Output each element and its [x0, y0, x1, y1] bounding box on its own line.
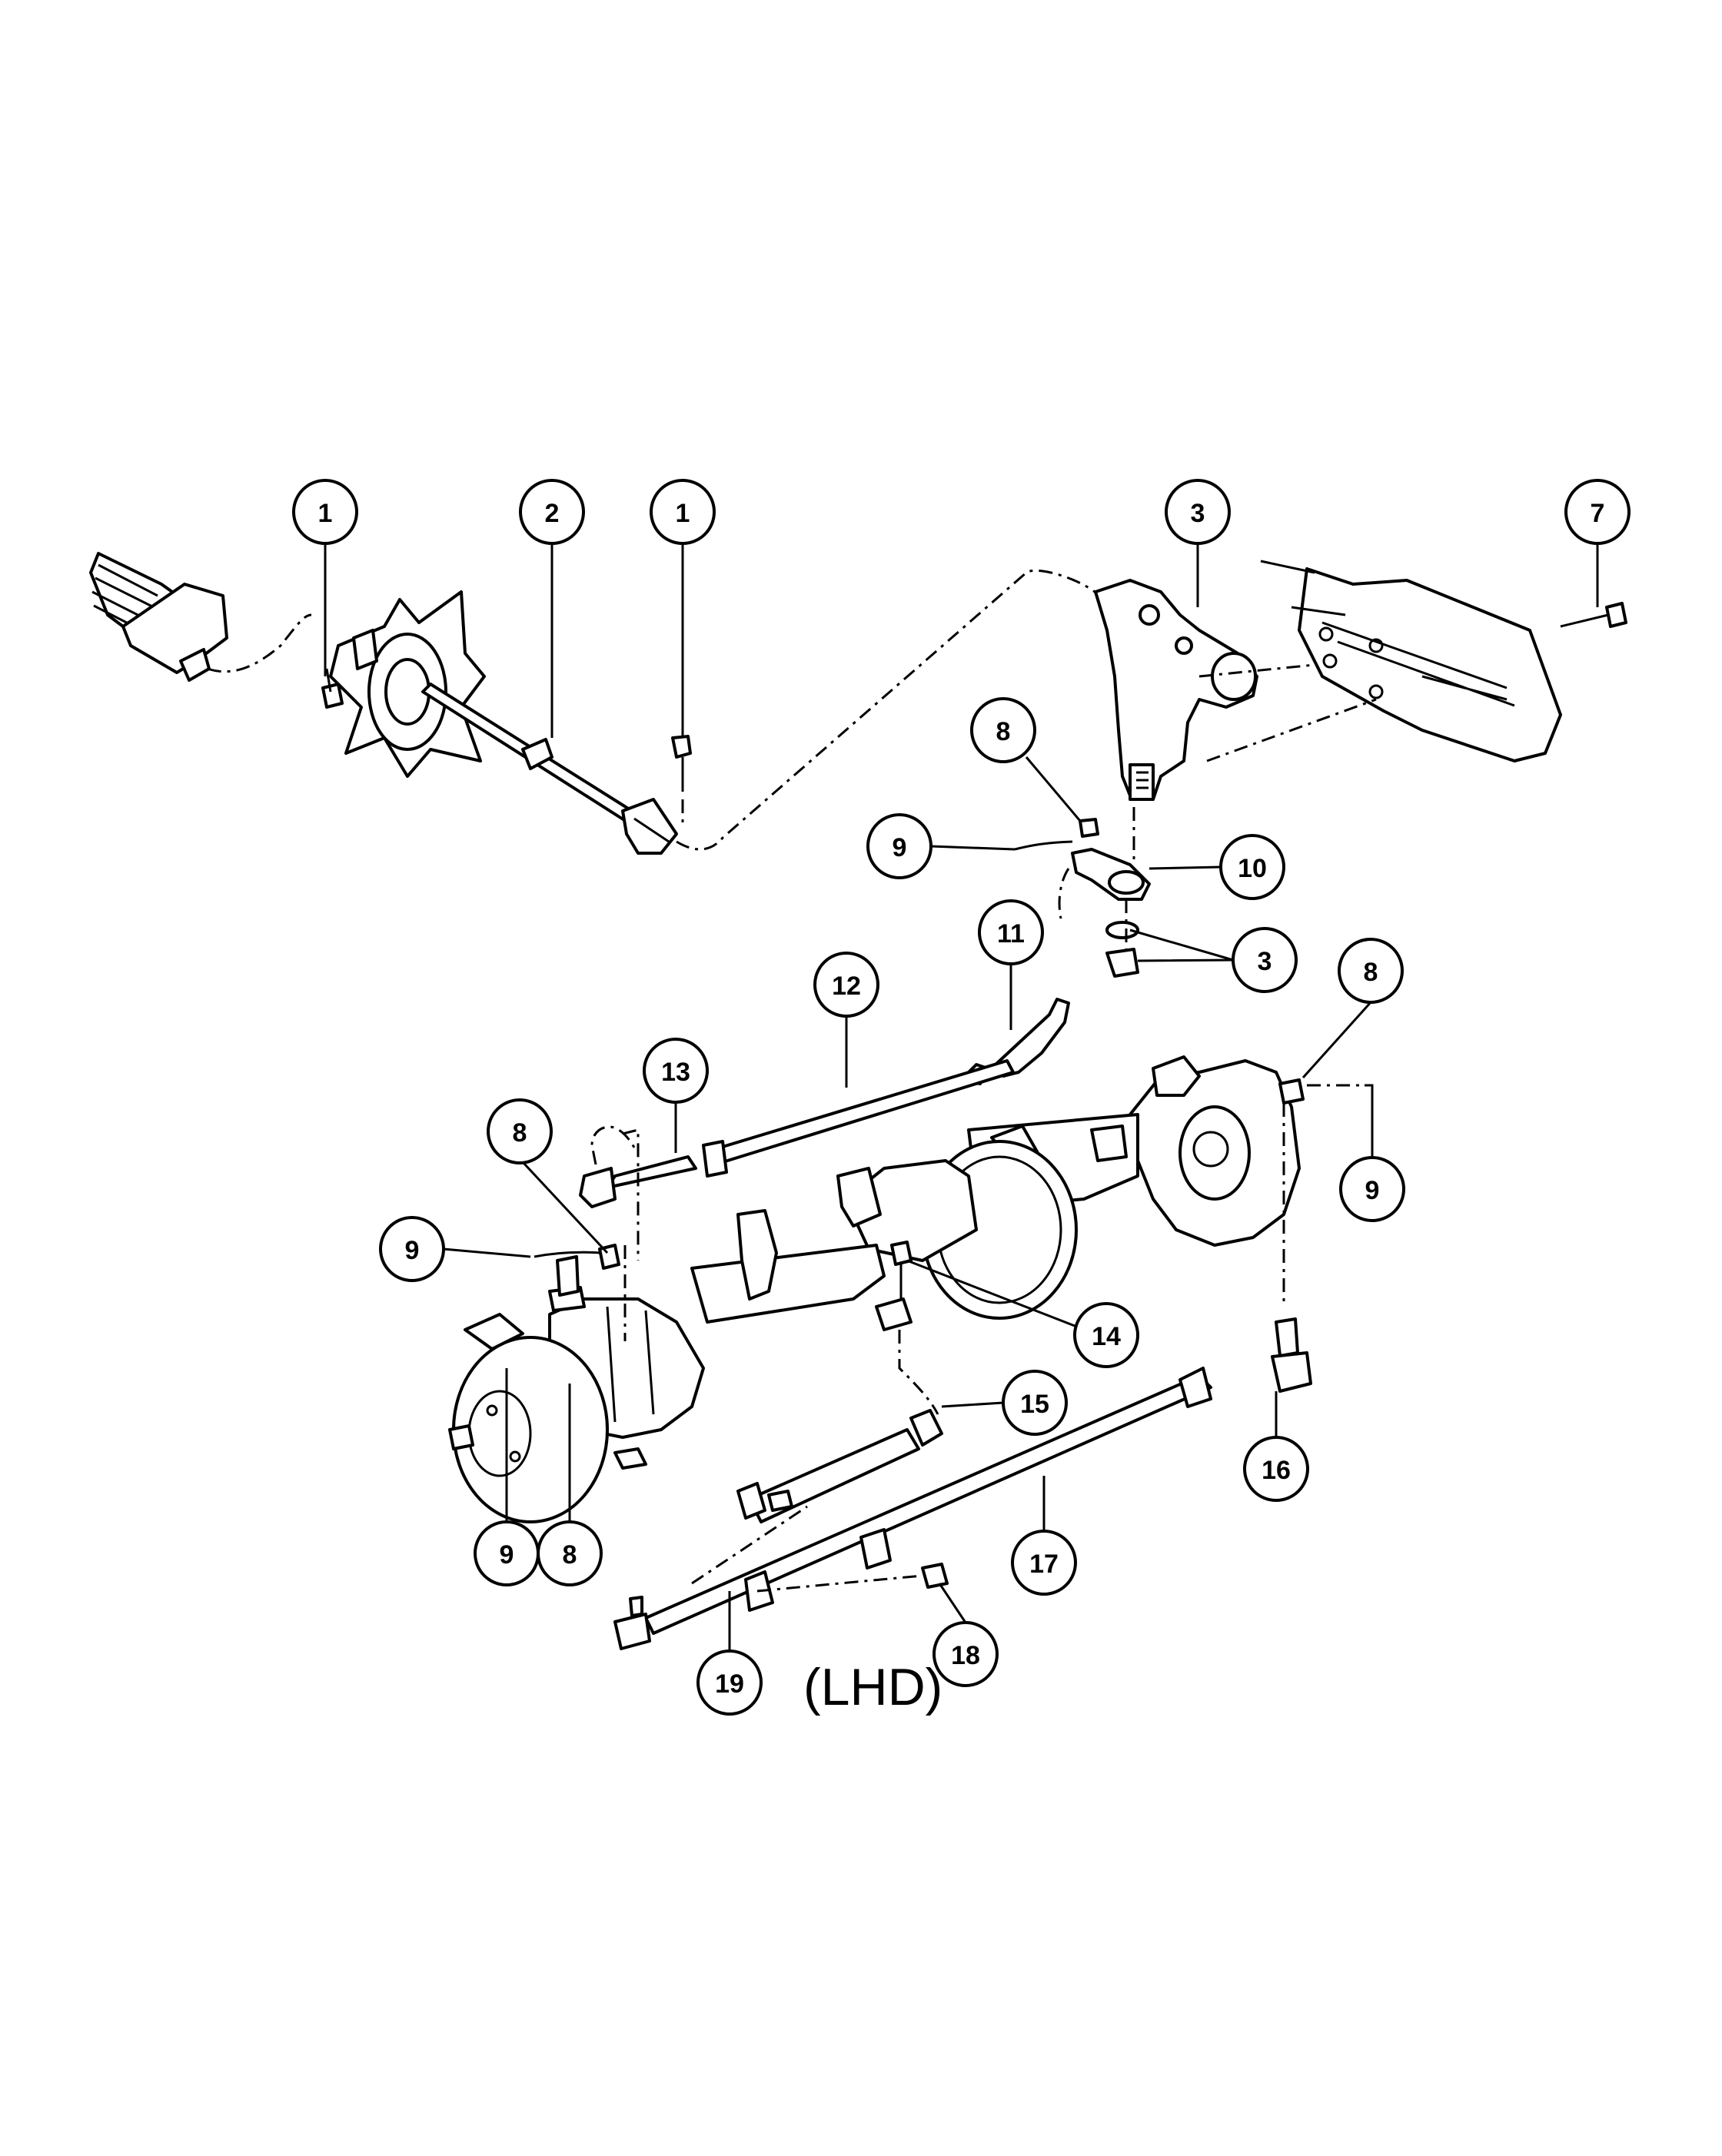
callout-c8b: 8 — [1338, 938, 1404, 1004]
callout-c8a: 8 — [970, 697, 1036, 763]
leader-c8c — [522, 1161, 609, 1254]
steering-shaft — [421, 683, 678, 855]
callout-c8d: 8 — [537, 1520, 603, 1586]
drag-link — [579, 998, 1070, 1261]
callout-c8c-label: 8 — [513, 1118, 527, 1148]
dash-panel — [321, 590, 486, 778]
callout-c12-label: 12 — [832, 972, 861, 1001]
steering-gear — [1094, 579, 1258, 801]
leader-c10 — [1149, 865, 1222, 870]
leader-c18 — [938, 1583, 967, 1623]
front-axle-housing — [448, 1055, 1301, 1523]
assembly-line-shaft-to-gear — [676, 569, 1101, 851]
callout-c19-label: 19 — [715, 1669, 744, 1699]
steering-damper — [736, 1241, 943, 1523]
pitman-arm — [1014, 807, 1151, 978]
callout-c16-label: 16 — [1262, 1456, 1291, 1485]
callout-c18: 18 — [932, 1621, 999, 1687]
callout-c16: 16 — [1243, 1436, 1309, 1502]
leader-c9a — [930, 845, 1016, 851]
callout-c10-label: 10 — [1238, 854, 1267, 883]
callout-c15-label: 15 — [1020, 1390, 1049, 1419]
callout-c18-label: 18 — [951, 1641, 980, 1670]
callout-c11: 11 — [978, 899, 1044, 965]
callout-c9d-label: 9 — [500, 1540, 514, 1570]
callout-c7-label: 7 — [1591, 499, 1605, 528]
callout-c17-label: 17 — [1029, 1550, 1059, 1579]
callout-c9a-label: 9 — [893, 833, 907, 862]
callout-c2: 2 — [519, 479, 585, 545]
callout-c1b-label: 1 — [676, 499, 690, 528]
leader-c14 — [906, 1259, 1075, 1327]
frame-bolt — [1560, 602, 1627, 628]
callout-c9c-label: 9 — [1365, 1176, 1380, 1205]
callout-c1a: 1 — [292, 479, 358, 545]
callout-c14-label: 14 — [1092, 1322, 1121, 1351]
callout-c17: 17 — [1011, 1530, 1077, 1596]
callout-c8c: 8 — [487, 1098, 553, 1164]
callout-c3b: 3 — [1232, 927, 1298, 993]
callout-c9a: 9 — [866, 813, 932, 879]
callout-c12: 12 — [813, 952, 879, 1018]
callout-c9b: 9 — [379, 1216, 445, 1282]
tie-rod — [613, 1367, 1212, 1650]
callout-c8a-label: 8 — [996, 717, 1011, 746]
callout-c3b-label: 3 — [1258, 947, 1272, 976]
leader-c8a — [1025, 756, 1082, 822]
callout-c19: 19 — [696, 1649, 763, 1716]
lhd-caption: (LHD) — [803, 1658, 942, 1716]
callout-c9d: 9 — [474, 1520, 540, 1586]
callout-c9c: 9 — [1339, 1156, 1405, 1222]
callout-c9b-label: 9 — [405, 1236, 420, 1265]
callout-c1b: 1 — [650, 479, 716, 545]
callout-c3a: 3 — [1165, 479, 1231, 545]
callout-c8d-label: 8 — [563, 1540, 577, 1570]
callout-c15: 15 — [1002, 1370, 1068, 1436]
callout-c11-label: 11 — [997, 919, 1025, 948]
callout-c2-label: 2 — [545, 499, 560, 528]
callout-bubbles: 1 2 1 3 7 8 9 10 — [292, 479, 1631, 1716]
callout-c10: 10 — [1219, 834, 1285, 900]
callout-c3a-label: 3 — [1191, 499, 1205, 528]
callout-c7: 7 — [1564, 479, 1631, 545]
right-tie-rod-end — [1271, 1078, 1365, 1393]
leader-c9c — [443, 1247, 531, 1258]
leader-c3b — [1129, 929, 1234, 962]
leader-lines — [324, 543, 1599, 1651]
callout-c13-label: 13 — [661, 1058, 690, 1087]
leader-c15 — [941, 1401, 1004, 1408]
frame-rail — [1198, 560, 1562, 762]
bolt-upper — [671, 735, 692, 822]
steering-column-boot — [89, 552, 312, 682]
callout-c8b-label: 8 — [1364, 958, 1378, 987]
callout-c14: 14 — [1073, 1302, 1139, 1368]
leader-c8b — [1301, 1001, 1372, 1079]
callout-c13: 13 — [643, 1038, 709, 1104]
leader-c9b — [1365, 1084, 1374, 1158]
callout-c1a-label: 1 — [318, 499, 333, 528]
